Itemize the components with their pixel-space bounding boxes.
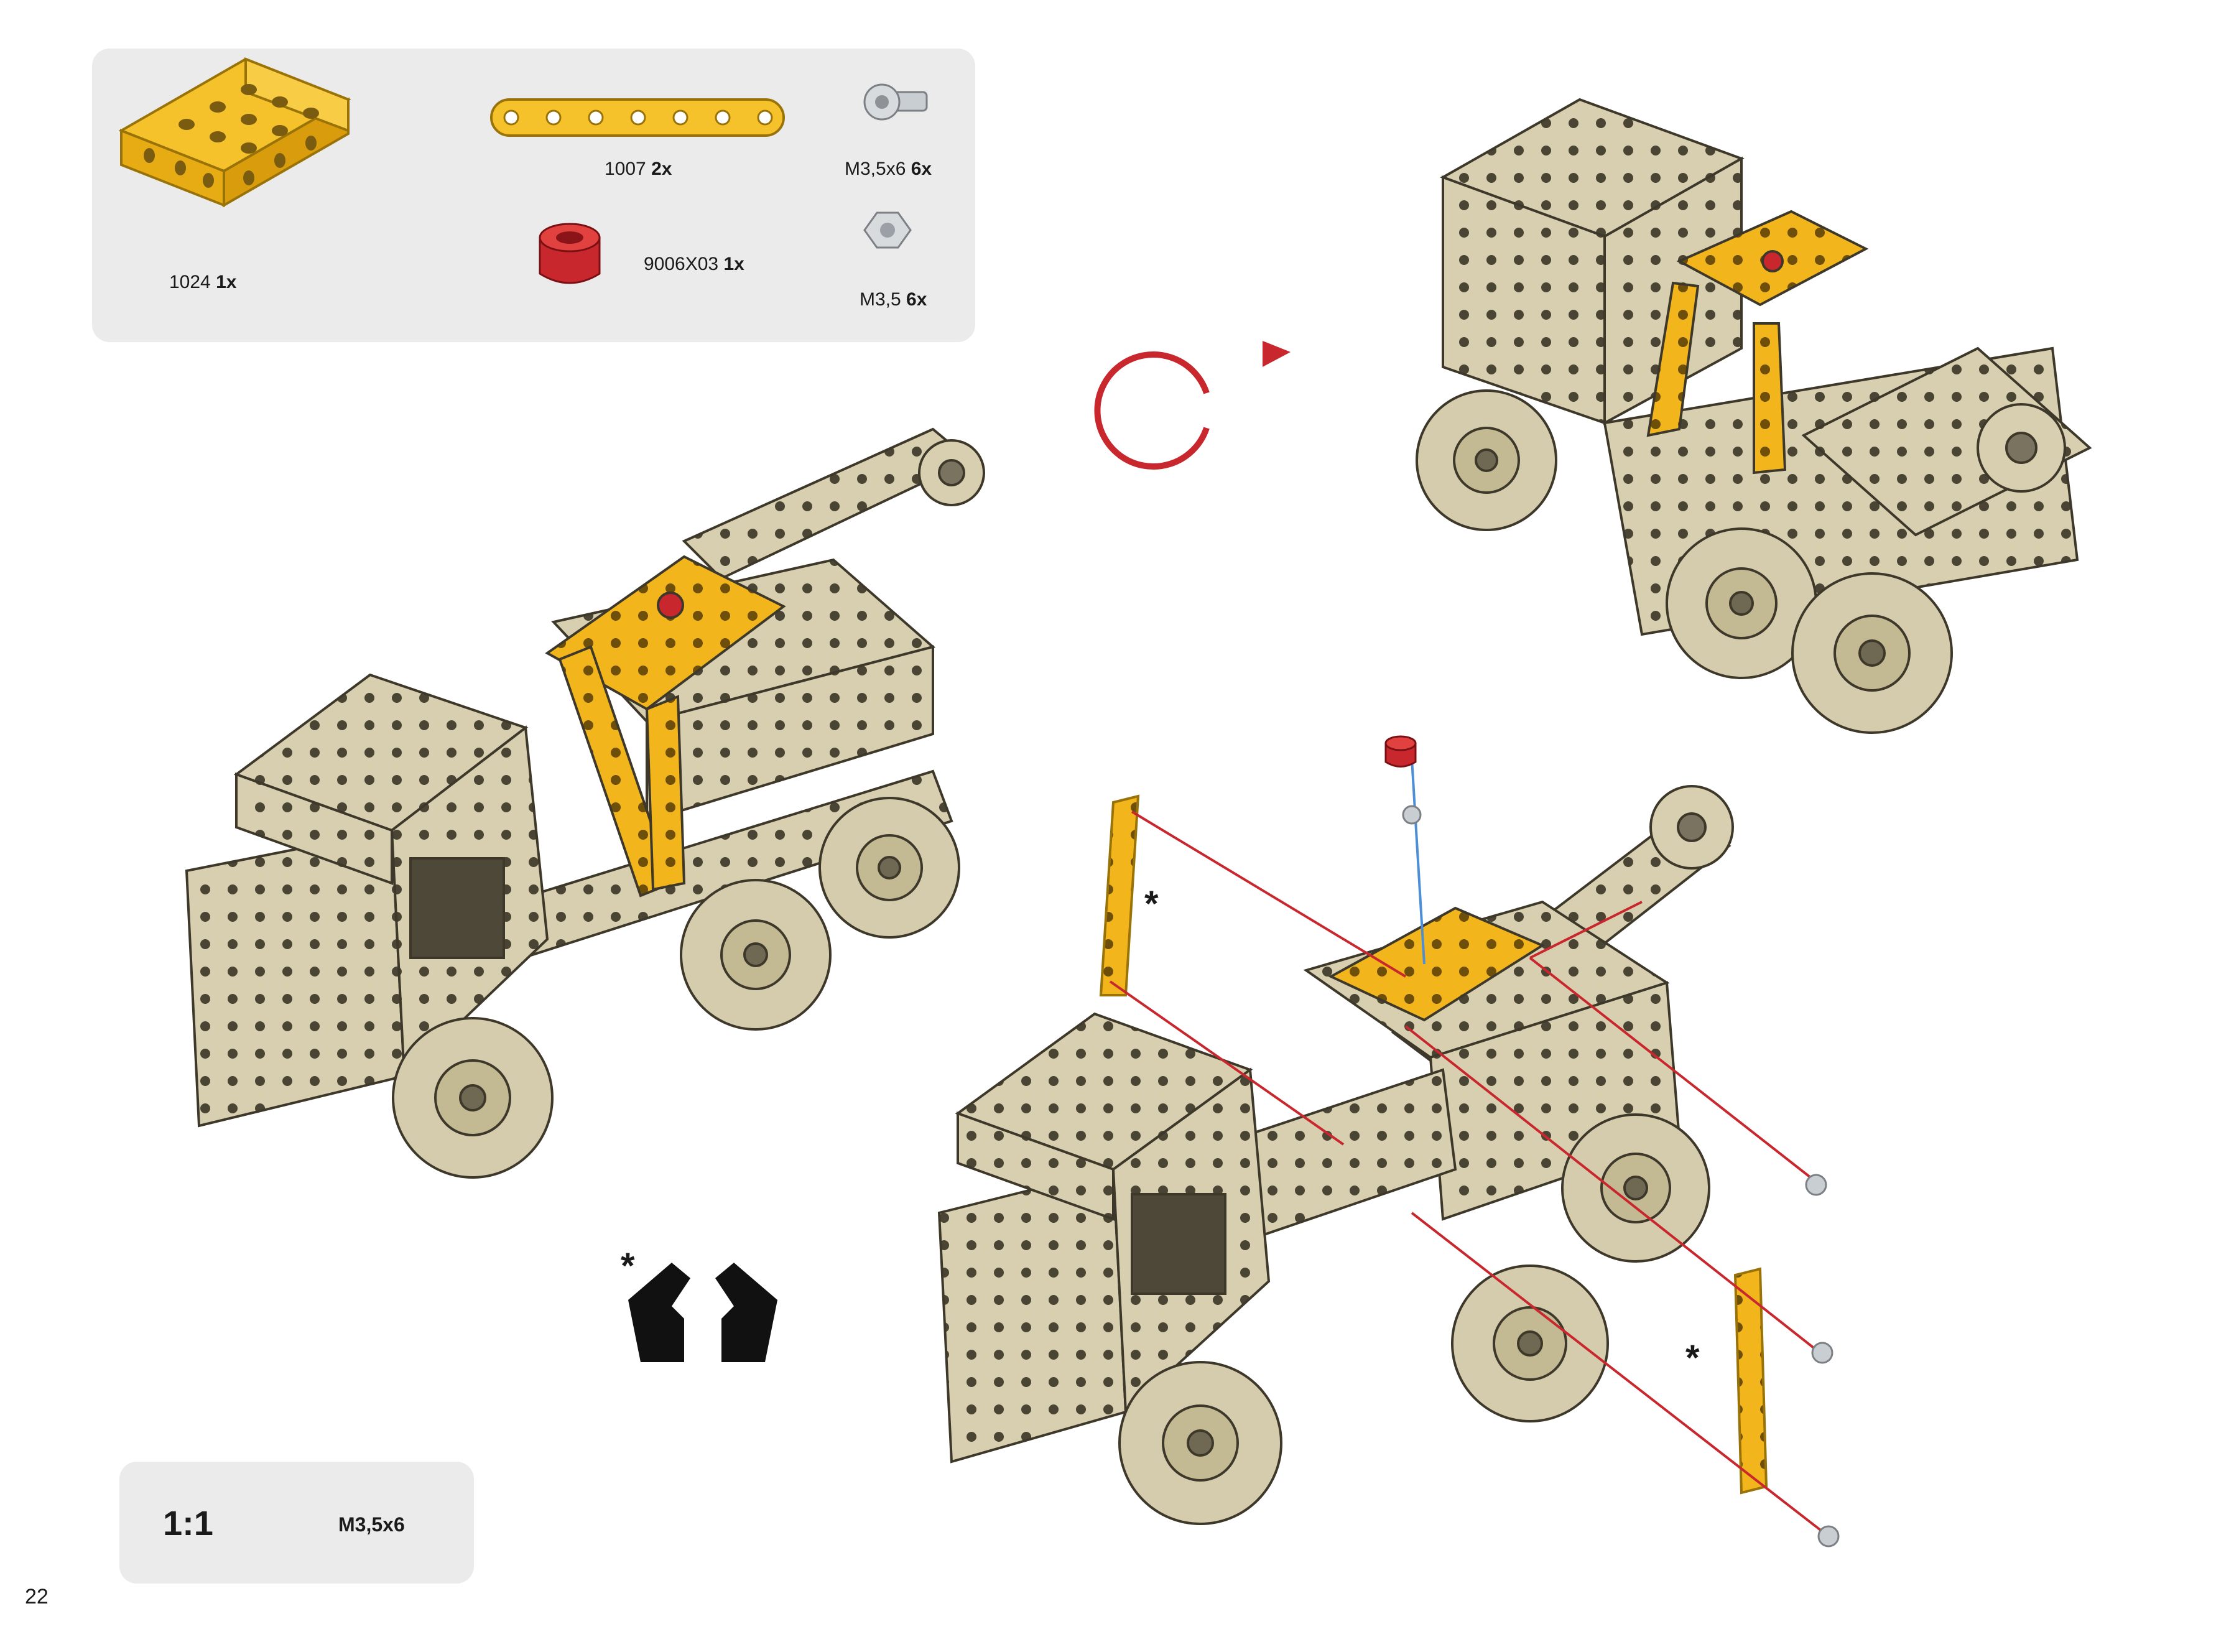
part-1024-label: 1024 1x xyxy=(169,272,237,292)
scale-part-label: M3,5x6 xyxy=(338,1513,405,1536)
part-bolt-label: M3,5x6 6x xyxy=(845,159,932,179)
strip-1007-right xyxy=(1733,1267,1768,1495)
cap-guide-line xyxy=(1411,758,1425,965)
asterisk-left-strip: * xyxy=(1144,884,1159,924)
part-1007-image xyxy=(490,98,785,137)
part-9006x03-image xyxy=(539,223,601,284)
strip-1007-left xyxy=(1099,794,1140,996)
asterisk-right-strip: * xyxy=(1685,1338,1700,1378)
part-bolt-image xyxy=(863,83,928,121)
part-nut-label: M3,5 6x xyxy=(860,289,927,310)
assembly-guide-lines xyxy=(1109,810,1830,1538)
part-nut-image xyxy=(863,211,912,249)
asterisk-hands: * xyxy=(621,1246,635,1286)
rotate-icon xyxy=(1094,341,1291,470)
part-1007-label: 1007 2x xyxy=(605,159,672,179)
truck-assembled xyxy=(185,427,985,1179)
page-number: 22 xyxy=(25,1585,49,1608)
part-1024-image xyxy=(118,57,351,208)
scale-ratio: 1:1 xyxy=(163,1503,213,1543)
truck-exploded-view xyxy=(937,785,1734,1525)
two-hands-icon xyxy=(628,1263,777,1362)
scale-panel xyxy=(119,1462,474,1584)
bolts-exploded xyxy=(1402,805,1840,1548)
part-9006x03-label: 9006X03 1x xyxy=(644,254,744,274)
truck-rotated-view xyxy=(1416,98,2092,734)
red-cap-exploded xyxy=(1384,735,1417,768)
